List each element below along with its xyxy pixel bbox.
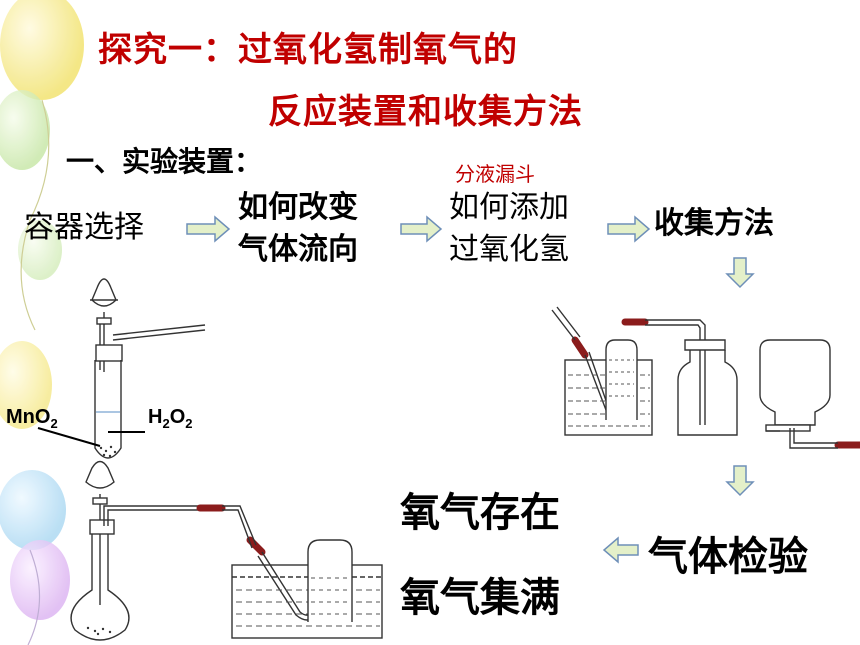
water-trough	[231, 539, 383, 639]
page-title-line2: 反应装置和收集方法	[268, 92, 583, 132]
result-oxygen-present: 氧气存在	[400, 490, 560, 536]
flow-step-add-peroxide-1: 如何添加	[449, 190, 569, 225]
flow-step-gas-test: 气体检验	[648, 534, 808, 580]
downward-air-setup	[759, 339, 838, 449]
page-title-line1: 探究一：过氧化氢制氧气的	[98, 30, 518, 70]
rubber-tube-connector	[196, 318, 860, 556]
note-separatory-funnel: 分液漏斗	[455, 162, 535, 186]
flask-apparatus	[70, 460, 200, 641]
balloon-decoration	[0, 0, 84, 645]
water-displacement-setup	[551, 306, 653, 436]
flow-step-collection-method: 收集方法	[654, 206, 774, 241]
flow-step-container-choice: 容器选择	[24, 210, 144, 245]
arrow-right-icon	[186, 215, 651, 243]
section-heading: 一、实验装置：	[66, 145, 263, 178]
result-oxygen-full: 氧气集满	[400, 575, 560, 621]
label-h2o2: H2O2	[148, 406, 193, 431]
arrow-down-icon	[725, 257, 755, 497]
flow-step-gas-direction-2: 气体流向	[238, 232, 358, 267]
label-mno2: MnO2	[6, 406, 58, 431]
delivery-tube	[222, 505, 323, 621]
arrow-left-icon	[602, 536, 639, 564]
upward-air-setup	[645, 319, 738, 436]
flow-step-add-peroxide-2: 过氧化氢	[449, 232, 569, 267]
flow-step-gas-direction-1: 如何改变	[238, 190, 358, 225]
test-tube-apparatus	[37, 278, 206, 459]
